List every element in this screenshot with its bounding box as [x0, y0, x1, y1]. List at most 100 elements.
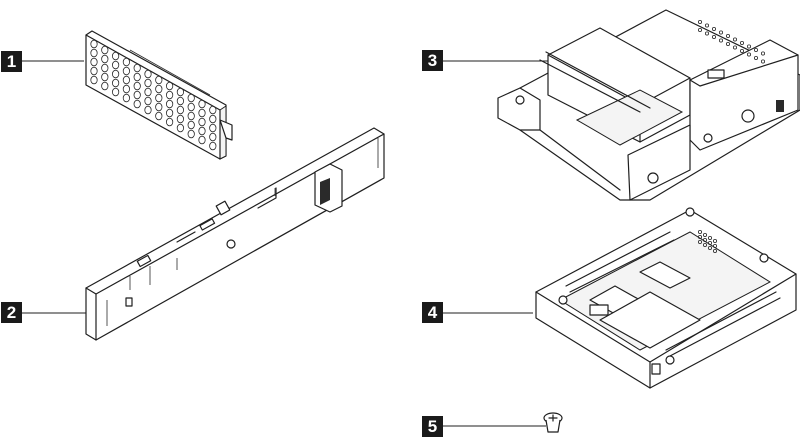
vent-hole: [698, 239, 703, 244]
vent-hole: [155, 75, 163, 85]
vent-hole: [155, 84, 163, 94]
vent-hole: [155, 102, 163, 112]
callout-4: 4: [422, 302, 443, 323]
vent-hole: [209, 105, 217, 115]
vent-hole: [187, 129, 195, 139]
vent-hole: [698, 19, 703, 24]
vent-hole: [144, 105, 152, 115]
vent-hole: [698, 234, 703, 239]
vent-hole: [703, 237, 708, 242]
part-3-drive-cage: [497, 9, 800, 201]
vent-hole: [705, 23, 710, 28]
vent-hole: [708, 245, 713, 250]
vent-hole: [698, 229, 703, 234]
vent-hole: [713, 238, 718, 243]
vent-hole: [703, 242, 708, 247]
vent-hole: [133, 72, 141, 82]
vent-hole: [90, 66, 98, 76]
vent-hole: [101, 81, 109, 91]
vent-hole: [133, 81, 141, 91]
vent-hole: [112, 78, 120, 88]
vent-hole: [712, 35, 717, 40]
vent-hole: [166, 81, 174, 91]
vent-hole: [198, 117, 206, 127]
part-5-screw: [543, 412, 563, 433]
vent-hole: [754, 56, 759, 61]
vent-hole: [761, 51, 766, 56]
vent-hole: [176, 87, 184, 97]
vent-hole: [166, 90, 174, 100]
vent-hole: [198, 108, 206, 118]
vent-hole: [122, 93, 131, 103]
vent-hole: [101, 54, 109, 64]
vent-hole: [209, 114, 217, 124]
vent-hole: [176, 114, 184, 124]
callout-1: 1: [1, 51, 22, 72]
vent-hole: [133, 90, 141, 100]
vent-hole: [122, 66, 131, 76]
vent-hole: [101, 63, 109, 73]
vent-hole: [112, 51, 120, 61]
vent-hole: [144, 96, 152, 106]
leader-lines: [22, 60, 548, 427]
vent-hole: [176, 123, 184, 133]
vent-hole: [166, 108, 174, 118]
vent-hole: [155, 93, 163, 103]
vent-hole: [112, 60, 120, 70]
part-2-bracket-rail: [85, 127, 385, 341]
vent-hole: [708, 235, 713, 240]
vent-hole: [198, 135, 206, 145]
vent-hole: [698, 27, 703, 32]
vent-hole: [198, 99, 206, 109]
vent-hole: [209, 132, 217, 142]
vent-hole: [705, 31, 710, 36]
vent-hole: [713, 248, 718, 253]
callout-2: 2: [1, 302, 22, 323]
vent-hole: [90, 48, 98, 58]
plate-holes: [90, 39, 217, 151]
vent-hole: [209, 141, 217, 151]
vent-hole: [112, 69, 120, 79]
vent-hole: [740, 49, 745, 54]
vent-hole: [761, 59, 766, 64]
vent-hole: [713, 243, 718, 248]
vent-hole: [187, 111, 195, 121]
vent-hole: [712, 26, 717, 31]
vent-hole: [144, 69, 152, 79]
vent-hole: [155, 111, 163, 121]
vent-hole: [101, 72, 109, 82]
vent-hole: [166, 99, 174, 109]
vent-hole: [187, 102, 195, 112]
tray-vent-holes: [698, 229, 718, 253]
vent-hole: [90, 39, 98, 49]
cage-vent-holes: [698, 19, 766, 64]
vent-hole: [209, 123, 217, 133]
vent-hole: [133, 99, 141, 109]
vent-hole: [144, 87, 152, 97]
callout-5: 5: [422, 416, 443, 437]
vent-hole: [187, 93, 195, 103]
vent-hole: [187, 120, 195, 130]
vent-hole: [122, 84, 131, 94]
part-1-perforated-plate: [85, 30, 233, 160]
vent-hole: [90, 57, 98, 67]
vent-hole: [719, 30, 724, 35]
vent-hole: [754, 48, 759, 53]
callout-3: 3: [422, 50, 443, 71]
vent-hole: [133, 63, 141, 73]
vent-hole: [112, 87, 120, 97]
vent-hole: [101, 45, 109, 55]
vent-hole: [733, 45, 738, 50]
vent-hole: [740, 41, 745, 46]
vent-hole: [166, 117, 174, 127]
vent-hole: [90, 75, 98, 85]
vent-hole: [703, 232, 708, 237]
vent-hole: [122, 75, 131, 85]
vent-hole: [144, 78, 152, 88]
vent-hole: [708, 240, 713, 245]
vent-hole: [726, 34, 731, 39]
vent-hole: [733, 37, 738, 42]
vent-hole: [176, 105, 184, 115]
